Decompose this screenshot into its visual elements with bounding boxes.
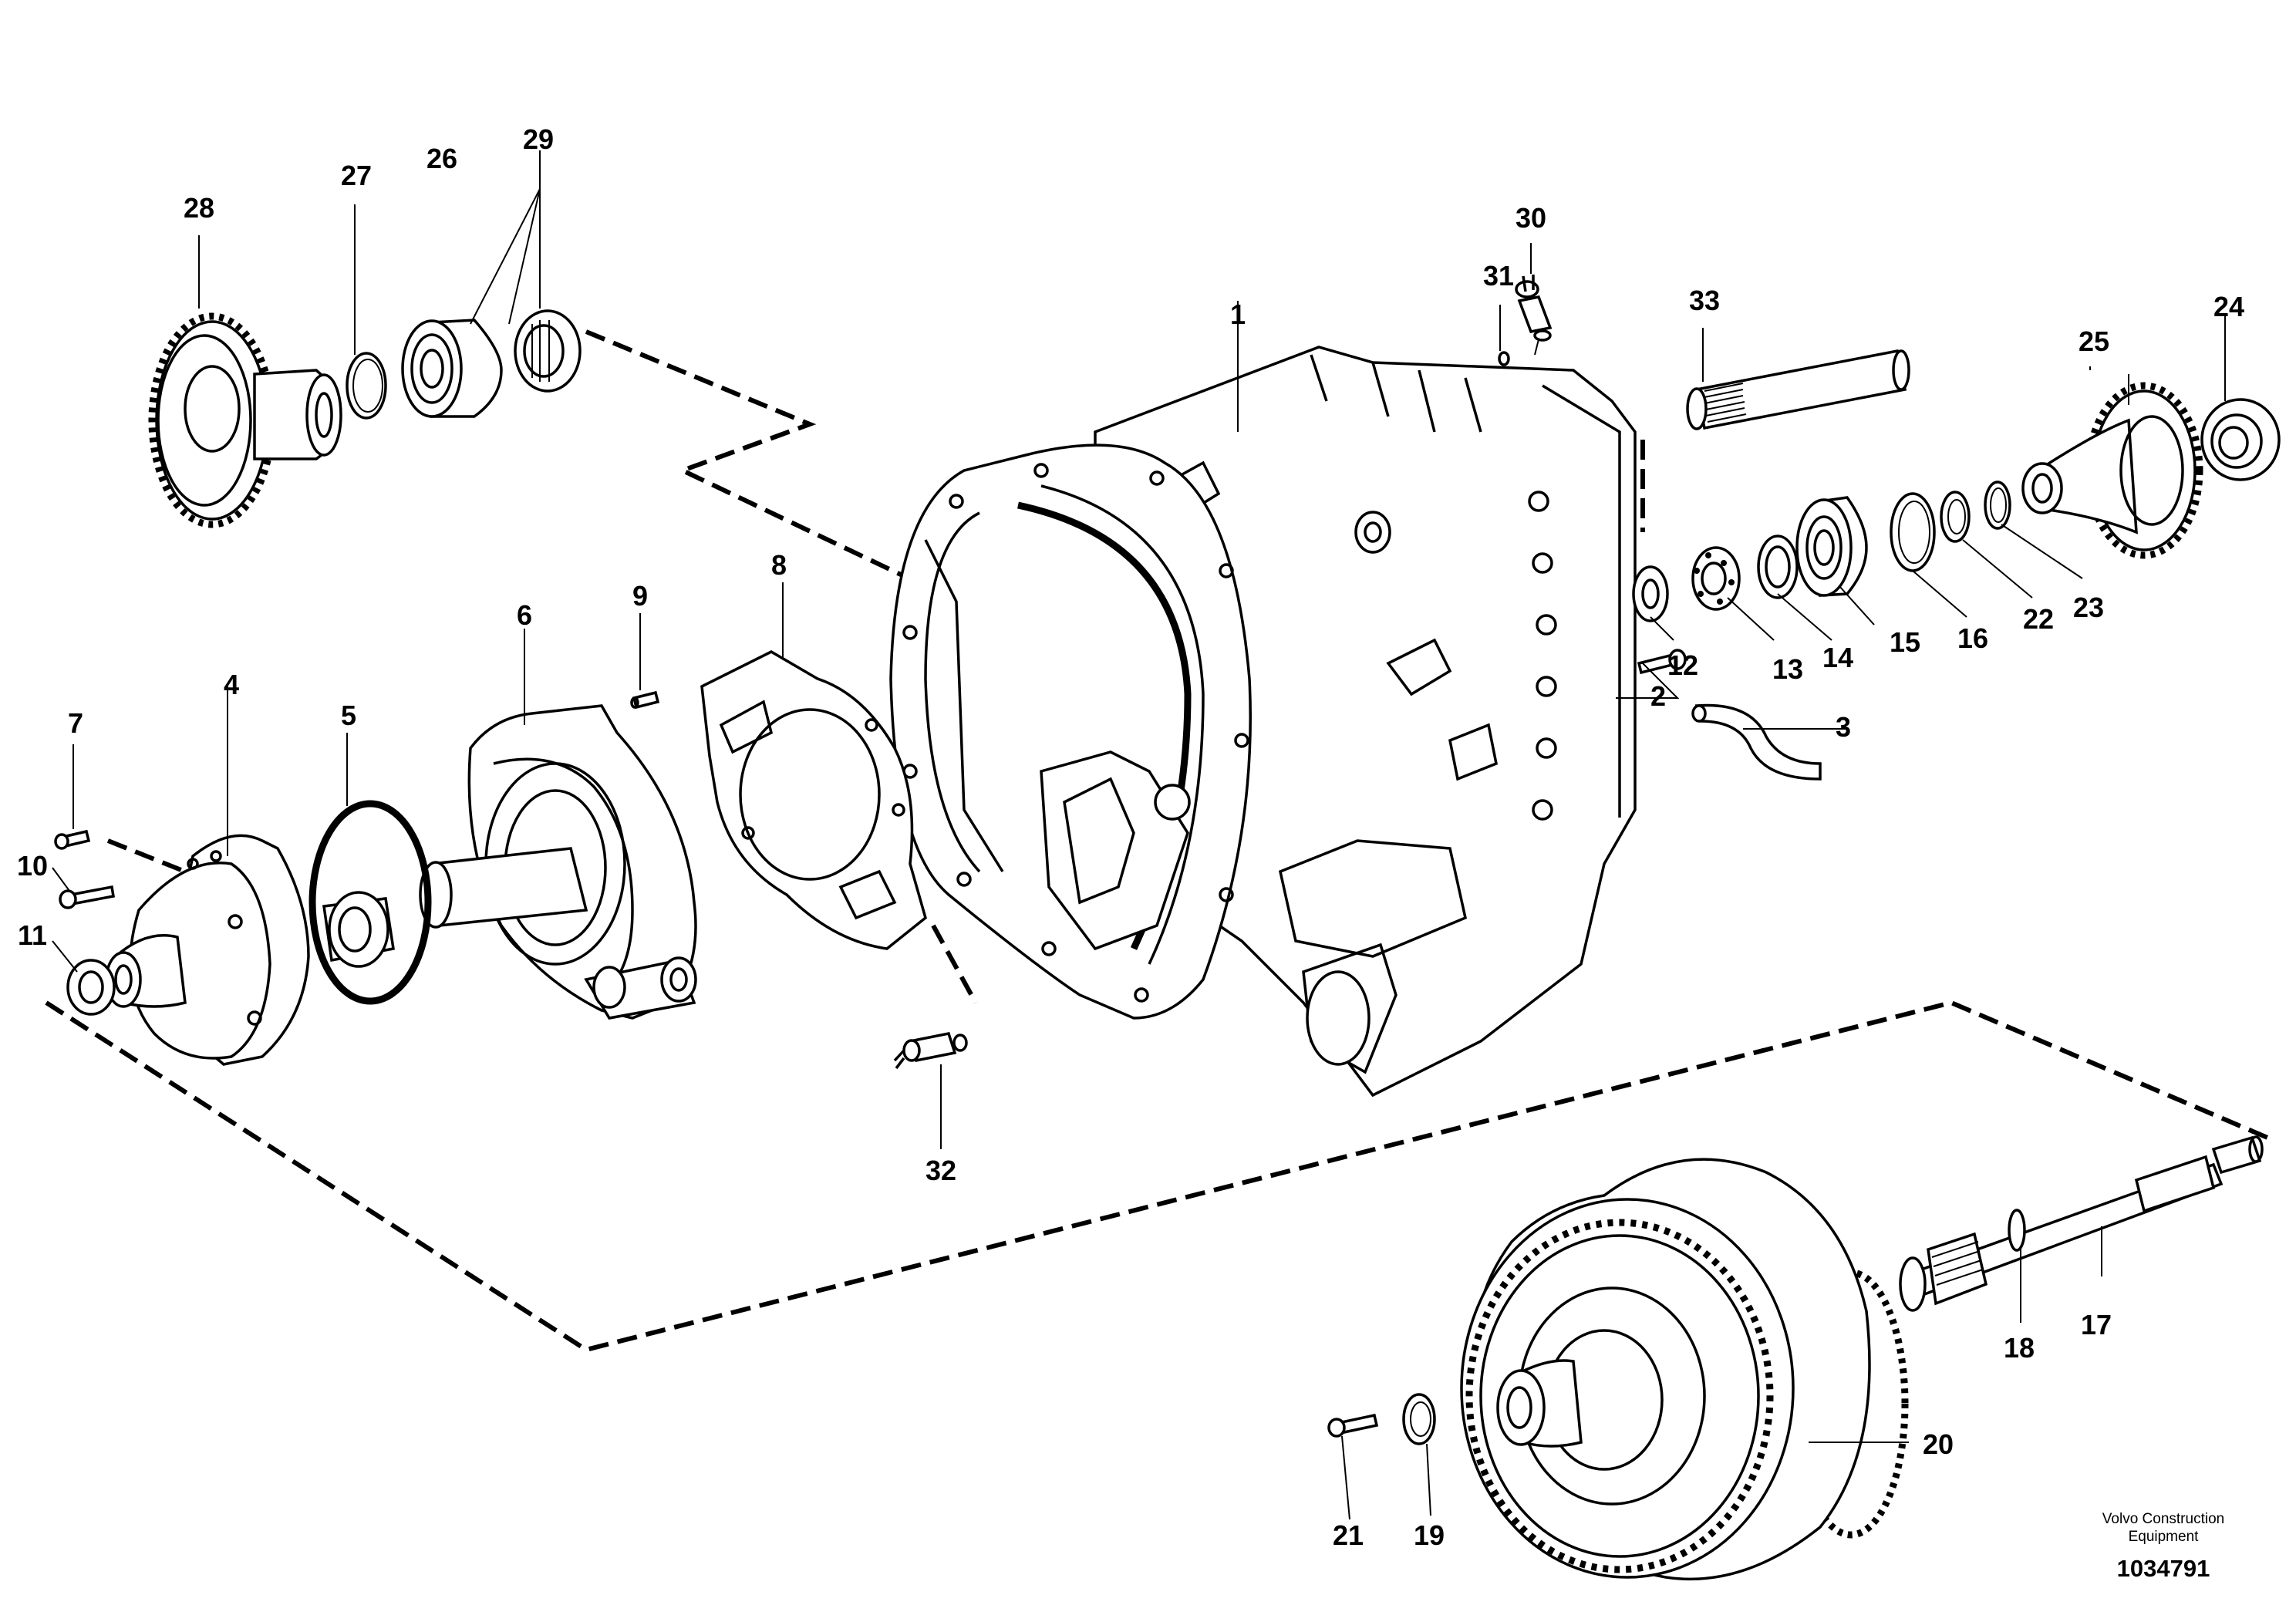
callout-28: 28	[184, 192, 214, 224]
callout-20: 20	[1923, 1428, 1954, 1460]
part-15-bearing	[1795, 496, 1868, 597]
callout-17: 17	[2081, 1309, 2112, 1340]
credit-line-2: Equipment	[2129, 1529, 2200, 1545]
part-31-o-ring	[1498, 351, 1510, 366]
part-23-snap-ring	[1984, 481, 2011, 530]
callout-31: 31	[1483, 260, 1514, 292]
part-22-ring	[1940, 491, 1971, 543]
part-5-o-ring	[308, 800, 432, 1005]
part-19-snap-ring	[1402, 1393, 1436, 1445]
callout-22: 22	[2023, 603, 2054, 635]
part-32-sensor	[893, 1031, 968, 1070]
callout-13: 13	[1772, 653, 1803, 685]
callout-5: 5	[341, 700, 356, 731]
callout-32: 32	[925, 1155, 956, 1186]
callout-1: 1	[1230, 298, 1246, 330]
callout-27: 27	[341, 160, 372, 191]
part-29-nut	[514, 309, 582, 393]
part-8-gasket	[700, 650, 928, 950]
callout-33: 33	[1689, 285, 1720, 316]
part-24-bearing	[2200, 398, 2281, 481]
document-number: 1034791	[2117, 1555, 2210, 1582]
part-28-gear-shaft	[148, 312, 342, 528]
callout-2: 2	[1650, 680, 1666, 712]
callout-11: 11	[18, 919, 47, 951]
part-9-pin	[630, 690, 660, 710]
callout-18: 18	[2004, 1332, 2035, 1364]
part-3-pipe	[1691, 703, 1822, 781]
part-10-screw	[59, 885, 116, 909]
part-16-snap-ring	[1890, 492, 1936, 572]
part-14-washer	[1757, 534, 1799, 599]
part-25-gear-hub	[2021, 382, 2203, 559]
part-6-pump-housing	[419, 704, 697, 1020]
part-17-input-shaft	[1899, 1135, 2264, 1312]
part-26-bearing	[401, 319, 503, 418]
part-13-lock-nut	[1691, 546, 1741, 611]
callout-25: 25	[2079, 325, 2109, 357]
callout-15: 15	[1890, 626, 1920, 658]
part-33-shaft	[1686, 349, 1910, 430]
callout-23: 23	[2073, 592, 2104, 623]
part-11-seal-ring	[66, 959, 116, 1016]
credit-line-1: Volvo Construction	[2102, 1511, 2224, 1527]
part-4-pump	[105, 834, 395, 1066]
part-18-ring	[2008, 1209, 2026, 1252]
part-20-torque-converter	[1460, 1158, 1909, 1581]
callout-9: 9	[632, 580, 648, 612]
leader-lines	[52, 150, 2226, 1520]
callout-30: 30	[1515, 202, 1546, 234]
part-21-screw	[1327, 1413, 1379, 1438]
callout-4: 4	[224, 669, 239, 700]
part-7-screw	[54, 829, 91, 850]
callout-19: 19	[1414, 1519, 1445, 1551]
part-30-sensor	[1515, 275, 1553, 356]
callout-6: 6	[517, 599, 532, 631]
callout-14: 14	[1822, 642, 1853, 673]
credit-block: Volvo Construction Equipment 1034791	[2102, 1511, 2224, 1582]
assembly-paths	[45, 329, 2269, 1353]
callout-7: 7	[68, 707, 83, 739]
part-1-transmission-housing	[889, 346, 1637, 1098]
callout-8: 8	[771, 549, 787, 581]
callout-26: 26	[426, 143, 457, 174]
part-12-washer	[1632, 565, 1669, 622]
part-27-snap-ring	[346, 352, 387, 420]
callout-29: 29	[523, 123, 554, 155]
callout-12: 12	[1667, 649, 1698, 681]
callout-10: 10	[17, 850, 48, 882]
callout-labels: 1 2 3 4 5 6 7 8 9 10 11 12 13 14 15 16 1…	[17, 123, 2244, 1551]
callout-21: 21	[1333, 1519, 1364, 1551]
callout-3: 3	[1836, 711, 1851, 743]
callout-16: 16	[1957, 622, 1988, 654]
callout-24: 24	[2213, 291, 2244, 322]
